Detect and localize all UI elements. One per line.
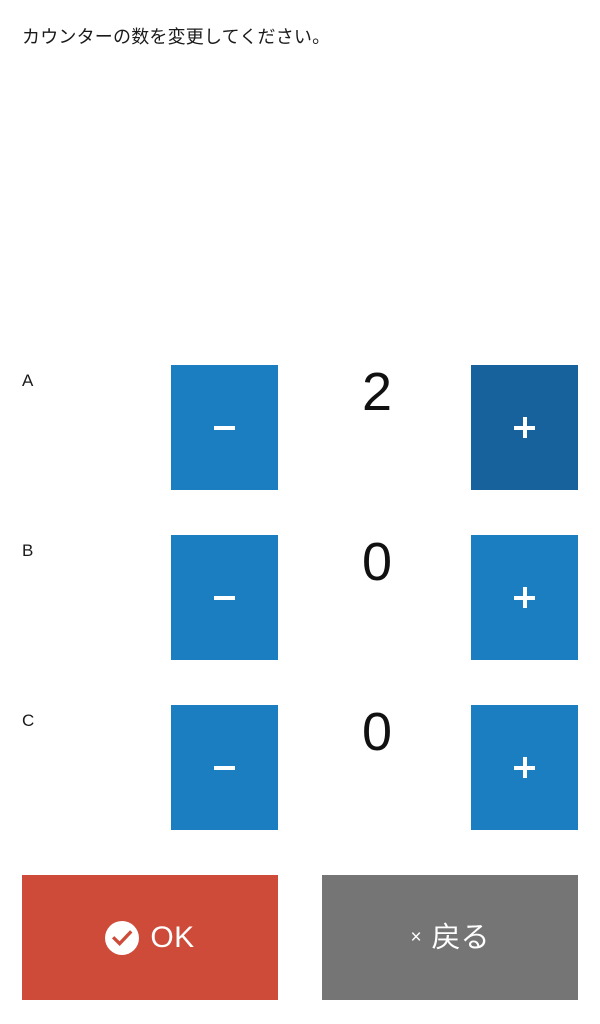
ok-button-content: OK [105,920,195,955]
decrement-button-c[interactable] [171,705,278,830]
plus-icon [514,757,535,778]
ok-button-label: OK [150,920,195,954]
counter-row: C 0 [0,702,600,830]
counter-value-b: 0 [361,532,393,592]
counter-label-c: C [22,711,35,730]
counter-label-a: A [22,371,34,390]
ok-button[interactable]: OK [22,875,278,1000]
counter-row: A 2 [0,362,600,490]
back-button-content: × 戻る [410,921,489,955]
increment-button-b[interactable] [471,535,578,660]
decrement-button-a[interactable] [171,365,278,490]
plus-icon [514,587,535,608]
back-button[interactable]: × 戻る [322,875,578,1000]
minus-icon [214,425,235,430]
action-bar: OK × 戻る [0,875,600,1000]
check-circle-icon [105,920,140,955]
minus-icon [214,765,235,770]
decrement-button-b[interactable] [171,535,278,660]
counter-list: A 2 B 0 C 0 [0,362,600,875]
page-title: カウンターの数を変更してください。 [22,27,331,47]
counter-value-a: 2 [361,362,393,422]
minus-icon [214,595,235,600]
plus-icon [514,417,535,438]
counter-value-c: 0 [361,702,393,762]
x-icon: × [410,926,422,948]
counter-row: B 0 [0,532,600,660]
increment-button-a[interactable] [471,365,578,490]
increment-button-c[interactable] [471,705,578,830]
back-button-label: 戻る [431,921,490,954]
counter-label-b: B [22,541,34,560]
